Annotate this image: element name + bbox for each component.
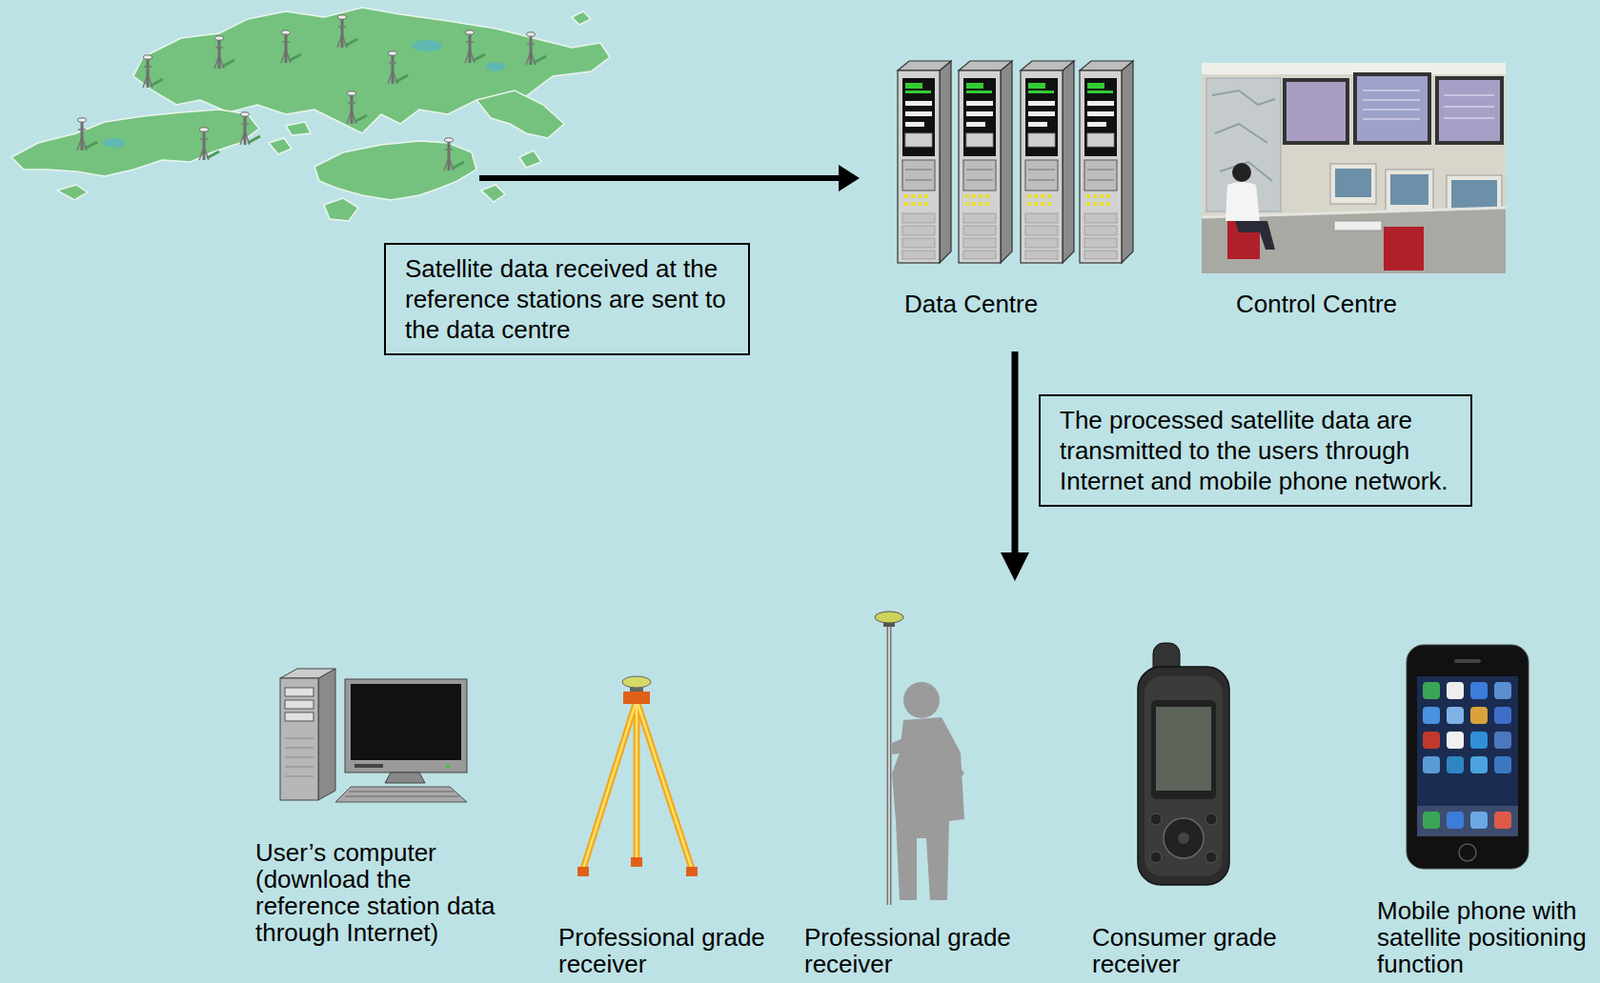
handheld-gps	[1137, 643, 1230, 886]
pole-device: Professional grade receiver	[804, 606, 1028, 978]
device-caption: Control Centre	[1235, 288, 1508, 320]
device-caption: Data Centre	[904, 288, 1133, 320]
tripod-device: Professional grade receiver	[558, 674, 782, 978]
control-room: Control Centre	[1201, 59, 1508, 320]
desktop-computer	[280, 668, 467, 803]
device-caption: Consumer grade receiver	[1092, 924, 1316, 978]
computer-device: User’s computer (download the reference …	[255, 667, 507, 947]
pole-receiver	[874, 611, 965, 906]
reference-station-antennas	[77, 15, 547, 171]
flow-arrow	[479, 164, 860, 192]
device-caption: Professional grade receiver	[804, 924, 1028, 978]
control-room-photo	[1201, 62, 1506, 274]
server-racks	[897, 60, 1134, 264]
callout-box: Satellite data received at the reference…	[384, 243, 750, 356]
tripod-receiver	[577, 676, 698, 877]
callout-box: The processed satellite data are transmi…	[1038, 394, 1473, 507]
mobile-phone	[1406, 645, 1529, 870]
device-caption: User’s computer (download the reference …	[255, 839, 507, 947]
device-caption: Professional grade receiver	[558, 924, 782, 978]
flow-arrow	[1000, 351, 1030, 582]
server-group: Data Centre	[897, 57, 1133, 320]
hong-kong-map	[11, 7, 610, 222]
phone-device: Mobile phone with satellite positioning …	[1377, 640, 1599, 978]
device-caption: Mobile phone with satellite positioning …	[1377, 897, 1599, 978]
gps-device: Consumer grade receiver	[1092, 638, 1316, 978]
reservoirs	[102, 40, 506, 148]
callout-text: Satellite data received at the reference…	[405, 253, 730, 345]
callout-text: The processed satellite data are transmi…	[1059, 405, 1452, 497]
